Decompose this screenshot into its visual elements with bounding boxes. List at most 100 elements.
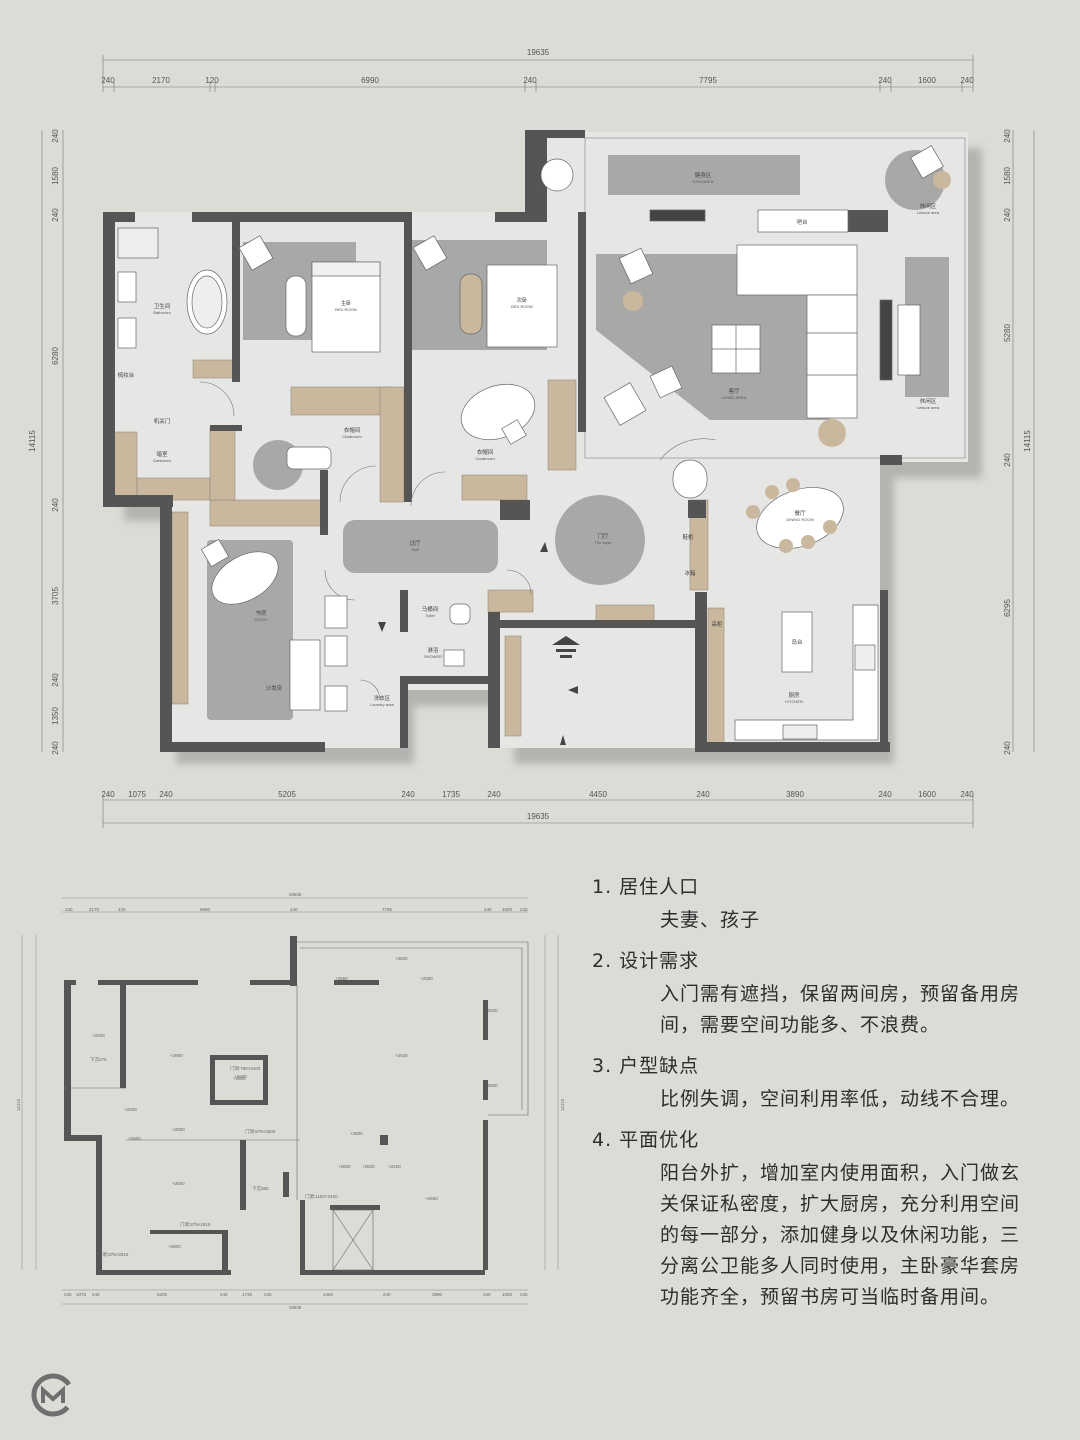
design-notes: 1. 居住人口 夫妻、孩子 2. 设计需求 入门需有遮挡，保留两间房，预留备用房… — [592, 868, 1032, 1323]
svg-text:BED ROOM: BED ROOM — [335, 307, 357, 312]
svg-text:+2600: +2600 — [338, 1164, 351, 1169]
orig-labels: +2600 +2550 +2550 +2530 +2500 +2800 +252… — [90, 956, 498, 1258]
svg-text:衣帽间: 衣帽间 — [477, 448, 494, 456]
svg-text:240: 240 — [878, 76, 892, 85]
svg-text:4450: 4450 — [589, 790, 607, 799]
svg-text:+2800: +2800 — [168, 1244, 181, 1249]
svg-text:+2800: +2800 — [172, 1127, 185, 1132]
svg-text:DINING ROOM: DINING ROOM — [786, 517, 814, 522]
brand-logo-icon — [31, 1373, 75, 1417]
svg-text:机关门: 机关门 — [154, 417, 171, 425]
svg-text:240: 240 — [264, 1292, 272, 1297]
note-population: 1. 居住人口 夫妻、孩子 — [592, 872, 1032, 936]
svg-text:240: 240 — [1003, 208, 1012, 222]
svg-text:7795: 7795 — [699, 76, 717, 85]
note-body: 夫妻、孩子 — [660, 909, 761, 931]
svg-text:洗衣区: 洗衣区 — [374, 694, 391, 702]
svg-text:门厅: 门厅 — [597, 532, 609, 540]
svg-text:14115: 14115 — [560, 1098, 565, 1111]
svg-text:240: 240 — [487, 790, 501, 799]
note-body: 阳台外扩，增加室内使用面积，入门做玄关保证私密度，扩大厨房，充分利用空间的每一部… — [660, 1162, 1021, 1308]
svg-text:1075: 1075 — [76, 1292, 87, 1297]
right-dim-labels: 240 1580 240 5280 240 6295 240 — [1003, 129, 1012, 755]
svg-text:240: 240 — [1003, 453, 1012, 467]
svg-text:1600: 1600 — [502, 907, 513, 912]
note-defects: 3. 户型缺点 比例失调，空间利用率低，动线不合理。 — [592, 1051, 1032, 1115]
note-body: 比例失调，空间利用率低，动线不合理。 — [660, 1088, 1021, 1110]
svg-text:1735: 1735 — [442, 790, 460, 799]
svg-text:7795: 7795 — [382, 907, 393, 912]
svg-text:Darkroom: Darkroom — [153, 458, 171, 463]
svg-text:次卧: 次卧 — [516, 296, 528, 304]
top-dimension-lines — [102, 55, 974, 92]
svg-text:Bathroom: Bathroom — [153, 310, 171, 315]
svg-text:Cloakroom: Cloakroom — [342, 434, 362, 439]
bottom-dimension-lines — [102, 795, 974, 828]
svg-text:主卧: 主卧 — [340, 299, 352, 307]
dim-right-total: 14115 — [1023, 430, 1032, 452]
svg-text:240: 240 — [159, 790, 173, 799]
note-heading: 3. 户型缺点 — [592, 1055, 700, 1077]
room-labels: 健身区 GYM AREA 吧台 休闲区 Leisure area 休闲区 Lei… — [118, 171, 940, 707]
svg-text:6990: 6990 — [361, 76, 379, 85]
svg-text:240: 240 — [520, 907, 528, 912]
svg-text:梳妆台: 梳妆台 — [118, 371, 135, 379]
svg-text:120: 120 — [118, 907, 126, 912]
furniture — [117, 145, 944, 741]
svg-text:Cloakroom: Cloakroom — [475, 456, 495, 461]
svg-text:240: 240 — [220, 1292, 228, 1297]
orig-top-dim-labels: 240 2170 120 6990 240 7795 240 1600 240 — [65, 907, 528, 912]
svg-text:休闲区: 休闲区 — [920, 202, 937, 210]
svg-text:3890: 3890 — [786, 790, 804, 799]
svg-text:+2420: +2420 — [388, 1164, 401, 1169]
svg-text:Hall: Hall — [412, 547, 419, 552]
svg-text:鞋柜: 鞋柜 — [682, 533, 694, 541]
svg-text:2170: 2170 — [89, 907, 100, 912]
svg-text:6280: 6280 — [51, 347, 60, 365]
left-dim-labels: 240 1580 240 6280 240 3705 240 1350 240 — [51, 129, 60, 755]
svg-text:240: 240 — [92, 1292, 100, 1297]
svg-text:卫生间: 卫生间 — [154, 302, 171, 310]
svg-text:高柜: 高柜 — [711, 620, 723, 628]
svg-text:Leisure area: Leisure area — [917, 405, 940, 410]
stools — [623, 171, 951, 553]
svg-text:休闲区: 休闲区 — [920, 397, 937, 405]
svg-text:5205: 5205 — [278, 790, 296, 799]
svg-text:240: 240 — [51, 498, 60, 512]
svg-text:STUDY: STUDY — [254, 617, 268, 622]
svg-text:240: 240 — [878, 790, 892, 799]
note-requirements: 2. 设计需求 入门需有遮挡，保留两间房，预留备用房间，需要空间功能多、不浪费。 — [592, 946, 1032, 1041]
svg-text:衣帽间: 衣帽间 — [344, 426, 361, 434]
svg-text:240: 240 — [64, 1292, 72, 1297]
svg-text:淋浴: 淋浴 — [427, 646, 439, 654]
svg-text:240: 240 — [484, 907, 492, 912]
svg-text:书房: 书房 — [255, 609, 267, 617]
svg-text:客厅: 客厅 — [728, 387, 740, 395]
svg-text:1600: 1600 — [918, 76, 936, 85]
orig-thin-lines — [71, 941, 529, 1271]
dim-left-total: 14115 — [28, 430, 37, 452]
svg-text:+2530: +2530 — [485, 1008, 498, 1013]
svg-text:门洞:1100×2450: 门洞:1100×2450 — [305, 1193, 338, 1200]
svg-text:门洞:875×2515: 门洞:875×2515 — [180, 1221, 211, 1228]
svg-text:240: 240 — [101, 76, 115, 85]
svg-text:+2520: +2520 — [395, 1053, 408, 1058]
svg-text:门洞:790×2400: 门洞:790×2400 — [230, 1065, 261, 1072]
svg-text:6295: 6295 — [1003, 599, 1012, 617]
svg-text:马桶间: 马桶间 — [422, 605, 439, 613]
walls — [103, 130, 902, 752]
note-heading: 1. 居住人口 — [592, 876, 700, 898]
svg-text:240: 240 — [520, 1292, 528, 1297]
svg-text:1600: 1600 — [502, 1292, 513, 1297]
note-heading: 2. 设计需求 — [592, 950, 700, 972]
svg-text:Leisure area: Leisure area — [917, 210, 940, 215]
svg-text:岛台: 岛台 — [791, 638, 803, 646]
svg-text:1600: 1600 — [918, 790, 936, 799]
entrance-marker — [378, 542, 580, 745]
top-dim-labels: 240 2170 120 6990 240 7795 240 1600 240 — [101, 76, 974, 85]
orig-walls — [64, 936, 488, 1275]
svg-text:120: 120 — [205, 76, 219, 85]
svg-text:KITCHEN: KITCHEN — [785, 699, 803, 704]
svg-text:+2520: +2520 — [362, 1164, 375, 1169]
svg-text:冰箱: 冰箱 — [684, 569, 696, 577]
